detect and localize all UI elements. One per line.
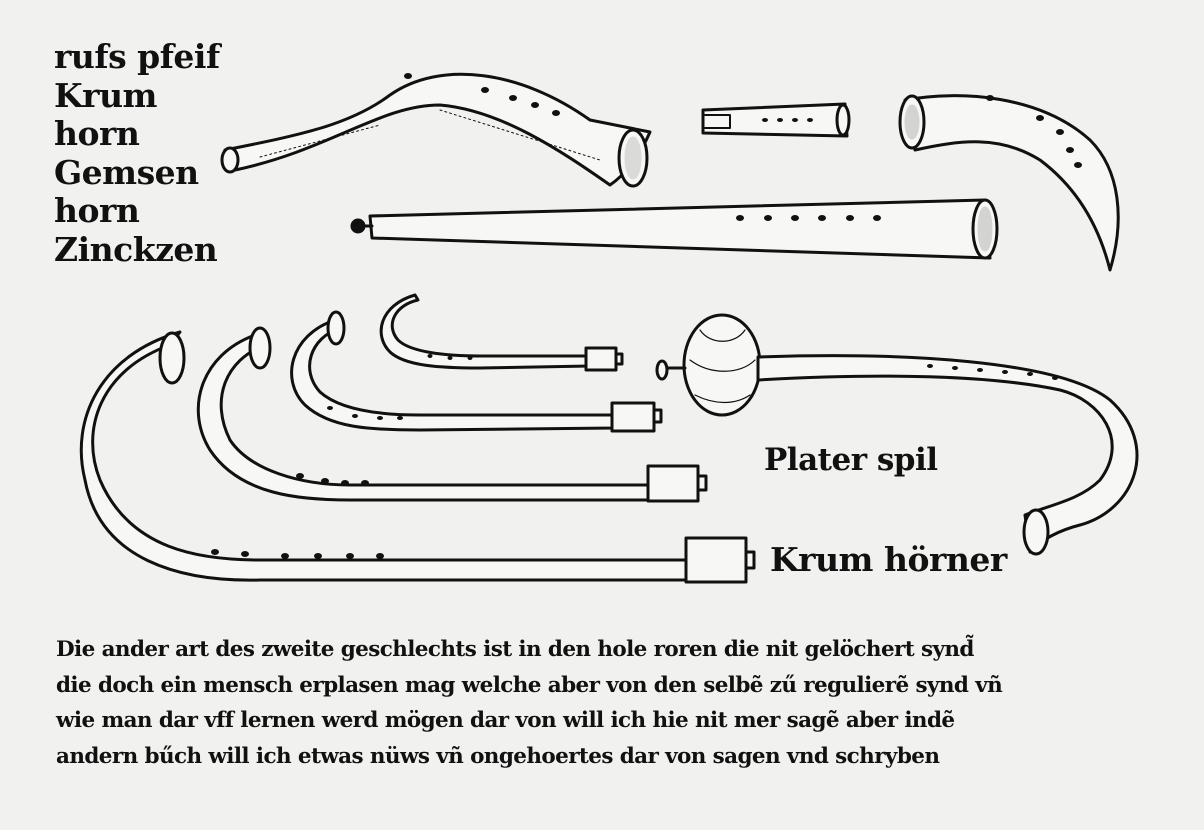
label-plater-spil: Plater spil	[764, 442, 938, 478]
krumhorn-large	[79, 330, 756, 584]
krumhorn-curved-horn	[220, 72, 652, 188]
body-text: Die ander art des zweite geschlechts ist…	[56, 632, 1156, 774]
label-zinckzen: Zinckzen	[54, 229, 218, 269]
label-gemsen: Gemsen	[54, 152, 199, 192]
label-horn-1: horn	[54, 114, 140, 153]
krumhorn-medium	[196, 326, 708, 503]
rufs-pfeif-whistle	[701, 102, 851, 138]
text-line-3: wie man dar vff lernen werd mögen dar vo…	[56, 708, 955, 733]
krumhorn-smallest	[379, 293, 624, 372]
text-line-1: Die ander art des zweite geschlechts ist…	[56, 637, 974, 662]
platerspil-bladder-pipe	[655, 313, 1139, 556]
label-krum-hoerner: Krum hörner	[770, 540, 1007, 579]
krumhorn-small	[290, 310, 663, 433]
text-line-2: die doch ein mensch erplasen mag welche …	[56, 672, 1003, 698]
zinck-straight	[350, 198, 999, 260]
instrument-names-left: rufs pfeif Krum horn Gemsen horn Zinckze…	[54, 37, 220, 269]
label-rufs-pfeif: rufs pfeif	[54, 37, 220, 76]
label-krum: Krum	[54, 75, 157, 115]
gemsenhorn-horn	[898, 94, 1120, 272]
text-line-4: andern bűch will ich etwas nüws vñ ong…	[56, 743, 940, 769]
label-horn-2: horn	[54, 191, 140, 230]
